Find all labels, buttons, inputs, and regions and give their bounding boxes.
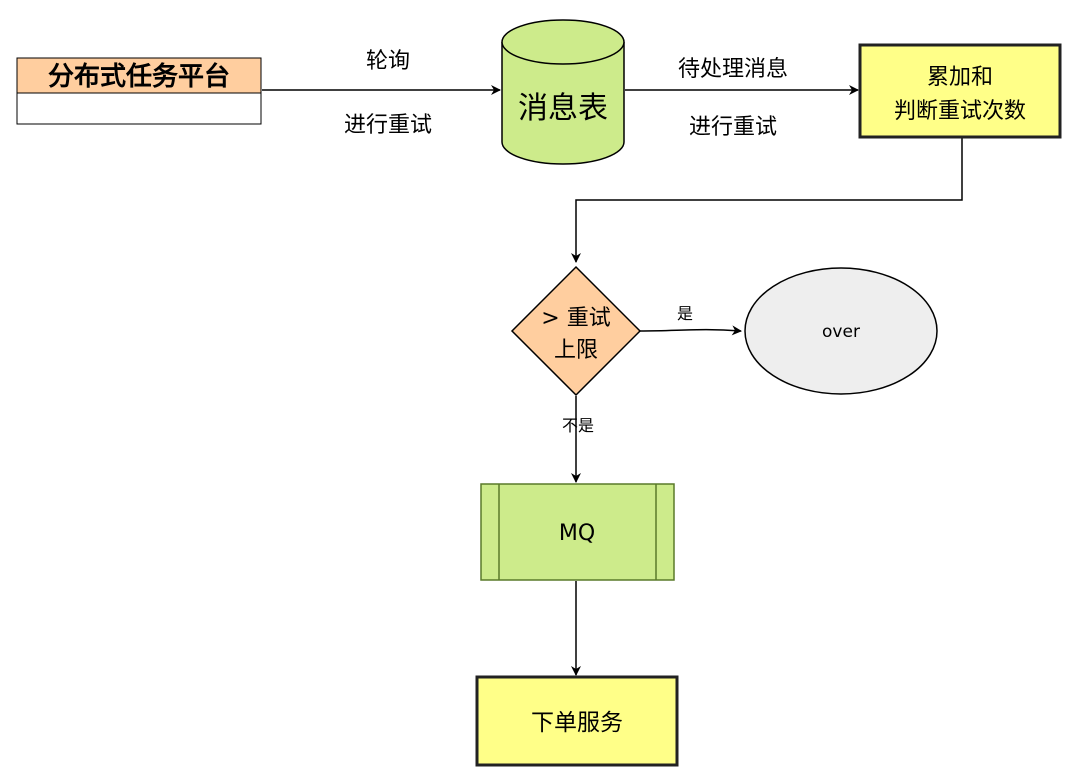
decision-line1: > 重试 xyxy=(541,306,610,331)
decision-node: > 重试 上限 xyxy=(510,265,642,397)
accumulate-line2: 判断重试次数 xyxy=(894,99,1026,124)
message-table-label: 消息表 xyxy=(518,91,608,126)
edge-label-no: 不是 xyxy=(562,416,594,435)
edge-decision-to-over xyxy=(639,325,742,336)
accumulate-node: 累加和 判断重试次数 xyxy=(858,43,1062,139)
message-table-node: 消息表 xyxy=(501,19,625,165)
platform-header xyxy=(16,57,262,94)
accumulate-line1: 累加和 xyxy=(927,65,993,90)
order-service-label: 下单服务 xyxy=(531,710,623,736)
cylinder-top xyxy=(501,19,625,65)
edge-label-pending: 待处理消息 xyxy=(678,57,788,82)
over-label: over xyxy=(822,322,860,342)
edge-accumulate-to-decision xyxy=(571,138,963,263)
decision-line2: 上限 xyxy=(554,338,598,363)
mq-box xyxy=(480,483,675,581)
order-service-node: 下单服务 xyxy=(475,675,679,767)
mq-node: MQ xyxy=(480,483,675,581)
edge-label-retry-2: 进行重试 xyxy=(689,115,777,140)
platform-node: 分布式任务平台 xyxy=(16,57,262,125)
cylinder-body xyxy=(501,42,625,165)
order-service-box xyxy=(475,675,679,767)
edge-label-yes: 是 xyxy=(677,304,693,323)
platform-title: 分布式任务平台 xyxy=(48,61,230,92)
decision-diamond xyxy=(510,265,642,397)
over-node: over xyxy=(744,267,938,395)
mq-label: MQ xyxy=(559,521,595,546)
edge-label-retry-1: 进行重试 xyxy=(344,113,432,138)
edge-label-poll: 轮询 xyxy=(366,49,410,74)
accumulate-box xyxy=(858,43,1062,139)
over-ellipse xyxy=(744,267,938,395)
